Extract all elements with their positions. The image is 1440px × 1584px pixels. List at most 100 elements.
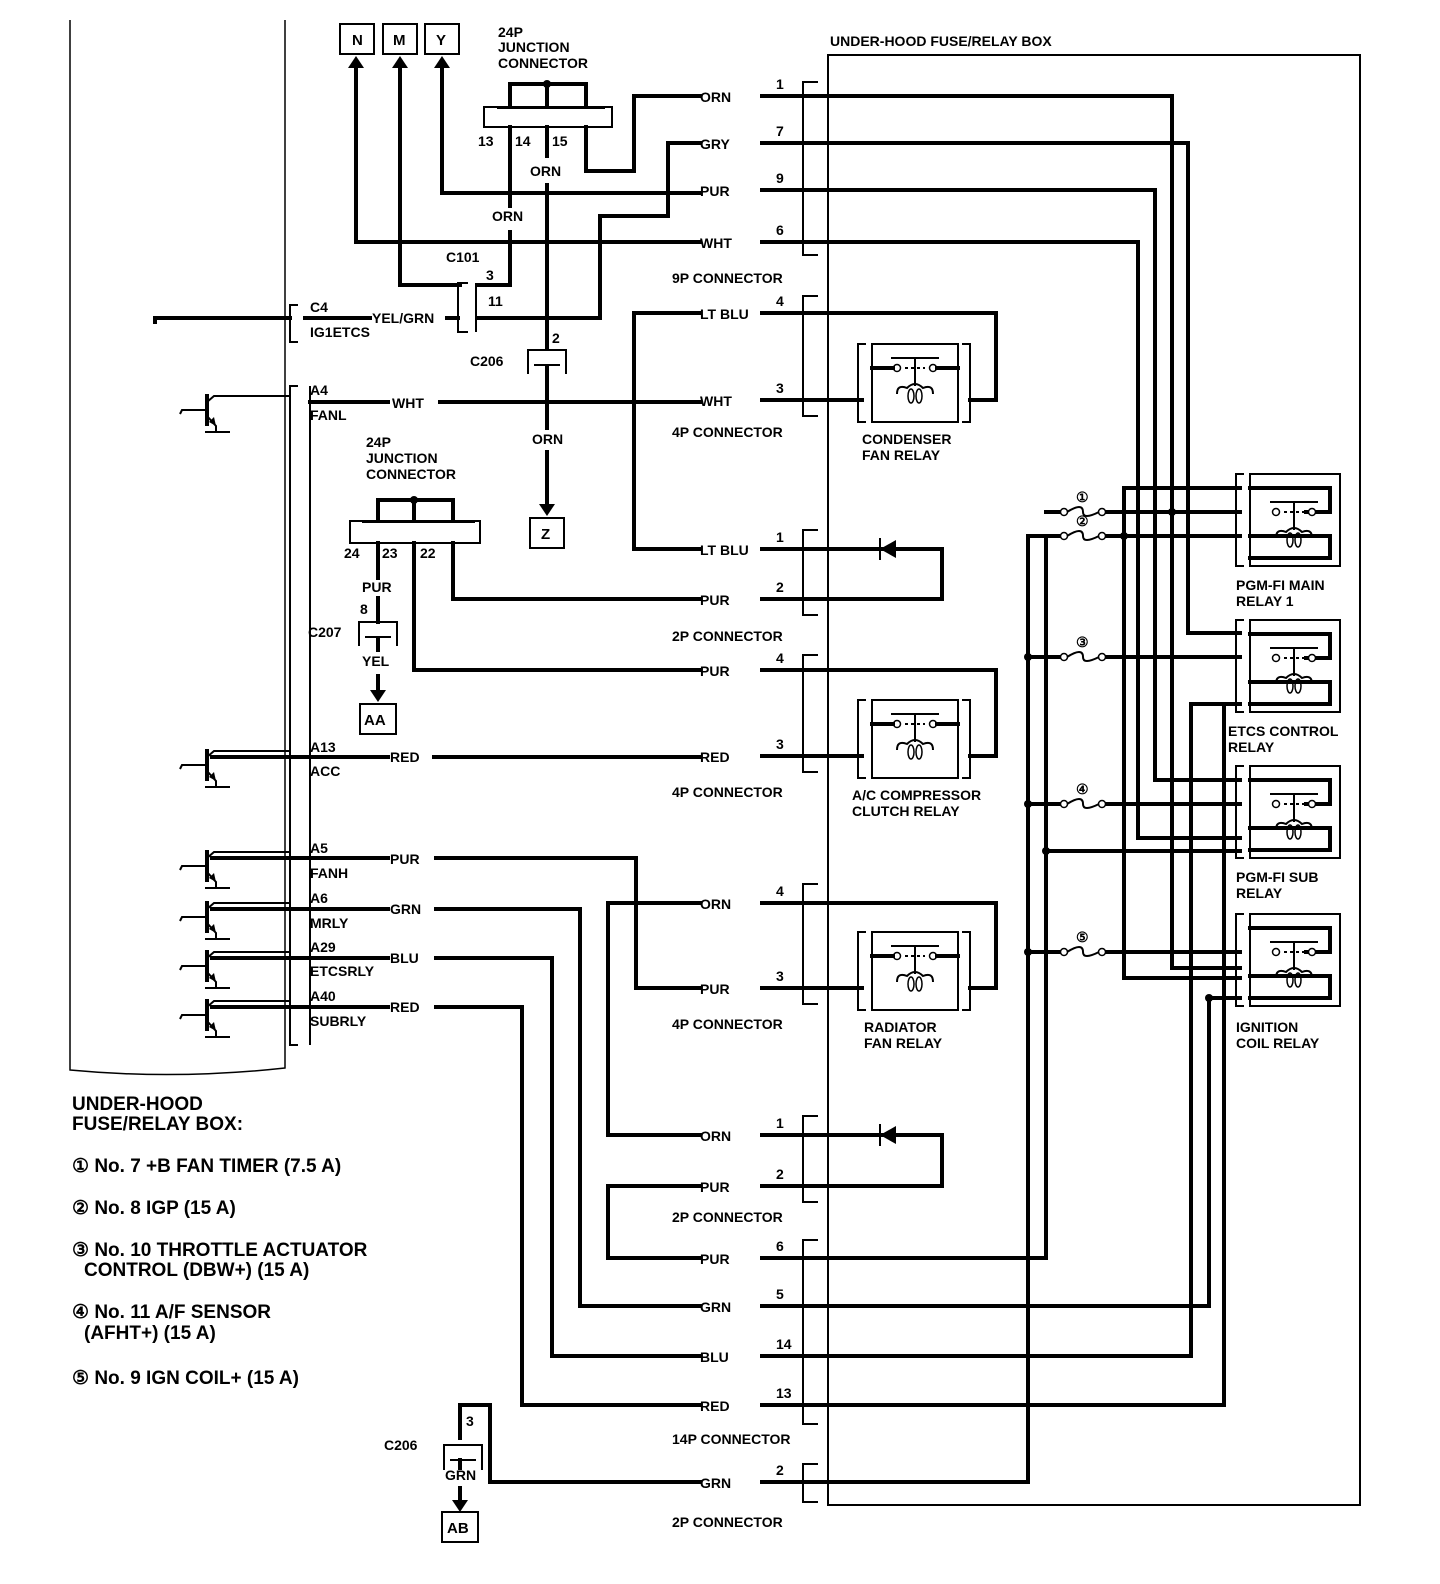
legend-item-cont: CONTROL (DBW+) (15 A) bbox=[84, 1260, 309, 1281]
wire-yel-aa: YEL bbox=[362, 653, 390, 669]
legend-item: ② No. 8 IGP (15 A) bbox=[72, 1198, 236, 1219]
wire-color-label: LT BLU bbox=[700, 306, 749, 322]
legend-title-1: UNDER-HOOD bbox=[72, 1094, 203, 1115]
ecm-pin-subrly: SUBRLY bbox=[310, 1013, 367, 1029]
wire-color-label: GRN bbox=[700, 1299, 731, 1315]
arrow-up-icon bbox=[392, 56, 408, 68]
ecm-pin-mrly: MRLY bbox=[310, 915, 349, 931]
pin-number: 3 bbox=[776, 380, 784, 396]
wire-red-a40: RED bbox=[390, 999, 420, 1015]
pin-number: 2 bbox=[776, 1166, 784, 1182]
arrow-up-icon bbox=[434, 56, 450, 68]
svg-text:22: 22 bbox=[420, 545, 436, 561]
junction-connector-top: 24P JUNCTION CONNECTOR 13 14 15 bbox=[478, 24, 613, 149]
box-connector-name: 4P CONNECTOR bbox=[672, 784, 783, 800]
relay-label: CONDENSER bbox=[862, 431, 951, 447]
pin-number: 5 bbox=[776, 1286, 784, 1302]
dest-AA[interactable]: AA bbox=[359, 703, 397, 735]
c206-bot-pin: 3 bbox=[466, 1413, 474, 1429]
fuse-icon: ③ bbox=[1059, 634, 1107, 662]
wire-color-label: GRN bbox=[700, 1475, 731, 1491]
c207-connector bbox=[358, 621, 398, 646]
transistor-icon bbox=[179, 394, 290, 433]
ecm-pin-a6: A6 bbox=[310, 890, 328, 906]
dest-Z[interactable]: Z bbox=[529, 517, 565, 549]
pin-number: 13 bbox=[776, 1385, 792, 1401]
pin-number: 1 bbox=[776, 1115, 784, 1131]
relay-label: PGM-FI SUB bbox=[1236, 869, 1318, 885]
wire-grn-a6: GRN bbox=[390, 901, 421, 917]
c206-top-label: C206 bbox=[470, 353, 504, 369]
wire-wht-a4: WHT bbox=[392, 395, 424, 411]
c206-bot-connector bbox=[443, 1444, 483, 1470]
svg-text:CONNECTOR: CONNECTOR bbox=[366, 466, 456, 482]
wire-color-label: BLU bbox=[700, 1349, 729, 1365]
fuse-marker: ② bbox=[1076, 513, 1089, 529]
svg-text:23: 23 bbox=[382, 545, 398, 561]
legend-item: ④ No. 11 A/F SENSOR bbox=[72, 1302, 271, 1323]
pin-number: 4 bbox=[776, 650, 784, 666]
relay-label: RELAY bbox=[1228, 739, 1275, 755]
dest-N-label: N bbox=[352, 32, 363, 49]
c4-label: C4 bbox=[310, 299, 328, 315]
c206-bot-label: C206 bbox=[384, 1437, 418, 1453]
legend-item: ⑤ No. 9 IGN COIL+ (15 A) bbox=[72, 1368, 299, 1389]
wire-red-a13: RED bbox=[390, 749, 420, 765]
svg-text:24P: 24P bbox=[366, 434, 391, 450]
wire-color-label: GRY bbox=[700, 136, 730, 152]
wire-orn-14: ORN bbox=[530, 163, 561, 179]
dest-M[interactable]: M bbox=[382, 23, 418, 55]
pin-number: 2 bbox=[776, 1462, 784, 1478]
c101-pin-11: 11 bbox=[488, 293, 503, 309]
transistor-icon bbox=[179, 901, 290, 940]
transistor-icon bbox=[179, 999, 290, 1038]
transistor-icons bbox=[179, 394, 290, 1038]
arrow-up-icon bbox=[348, 56, 364, 68]
svg-text:JUNCTION: JUNCTION bbox=[498, 39, 570, 55]
pin-number: 3 bbox=[776, 736, 784, 752]
wire-pur-23: PUR bbox=[362, 579, 392, 595]
pin-number: 1 bbox=[776, 529, 784, 545]
ecm-pin-a40: A40 bbox=[310, 988, 336, 1004]
relay-label: A/C COMPRESSOR bbox=[852, 787, 981, 803]
internal-wiring bbox=[801, 94, 1242, 1484]
dest-Z-label: Z bbox=[541, 526, 550, 543]
ecm-pin-fanl: FANL bbox=[310, 407, 347, 423]
dest-AB[interactable]: AB bbox=[441, 1511, 479, 1543]
box-connector-name: 14P CONNECTOR bbox=[672, 1431, 791, 1447]
dest-Y[interactable]: Y bbox=[424, 23, 460, 55]
dest-N[interactable]: N bbox=[339, 23, 375, 55]
wire-color-label: ORN bbox=[700, 1128, 731, 1144]
pin-number: 14 bbox=[776, 1336, 792, 1352]
fuse-marker: ③ bbox=[1076, 634, 1089, 650]
c206-top-connector bbox=[527, 349, 567, 374]
ecm-pin-fanh: FANH bbox=[310, 865, 348, 881]
wire-color-label: WHT bbox=[700, 393, 732, 409]
ecm-pin-a4: A4 bbox=[310, 382, 328, 398]
relay-label: RELAY bbox=[1236, 885, 1283, 901]
pin-number: 6 bbox=[776, 1238, 784, 1254]
relay-label: IGNITION bbox=[1236, 1019, 1298, 1035]
svg-text:CONNECTOR: CONNECTOR bbox=[498, 55, 588, 71]
box-connector-name: 2P CONNECTOR bbox=[672, 1209, 783, 1225]
wire-color-label: RED bbox=[700, 1398, 730, 1414]
box-connector-brackets bbox=[802, 81, 818, 1503]
ecm-body bbox=[69, 20, 286, 1076]
c207-label: C207 bbox=[308, 624, 342, 640]
relay-label: PGM-FI MAIN bbox=[1236, 577, 1325, 593]
wire-color-label: ORN bbox=[700, 896, 731, 912]
fuse-icon: ⑤ bbox=[1059, 929, 1107, 957]
ecm-pin-a29: A29 bbox=[310, 939, 336, 955]
pin-number: 1 bbox=[776, 76, 784, 92]
arrow-down-icon bbox=[370, 690, 386, 702]
fuse-icon: ② bbox=[1059, 513, 1107, 541]
legend-item: ① No. 7 +B FAN TIMER (7.5 A) bbox=[72, 1156, 341, 1177]
ecm-connector-a bbox=[289, 385, 298, 1046]
wire-color-label: PUR bbox=[700, 1179, 730, 1195]
wire-pur-a5: PUR bbox=[390, 851, 420, 867]
